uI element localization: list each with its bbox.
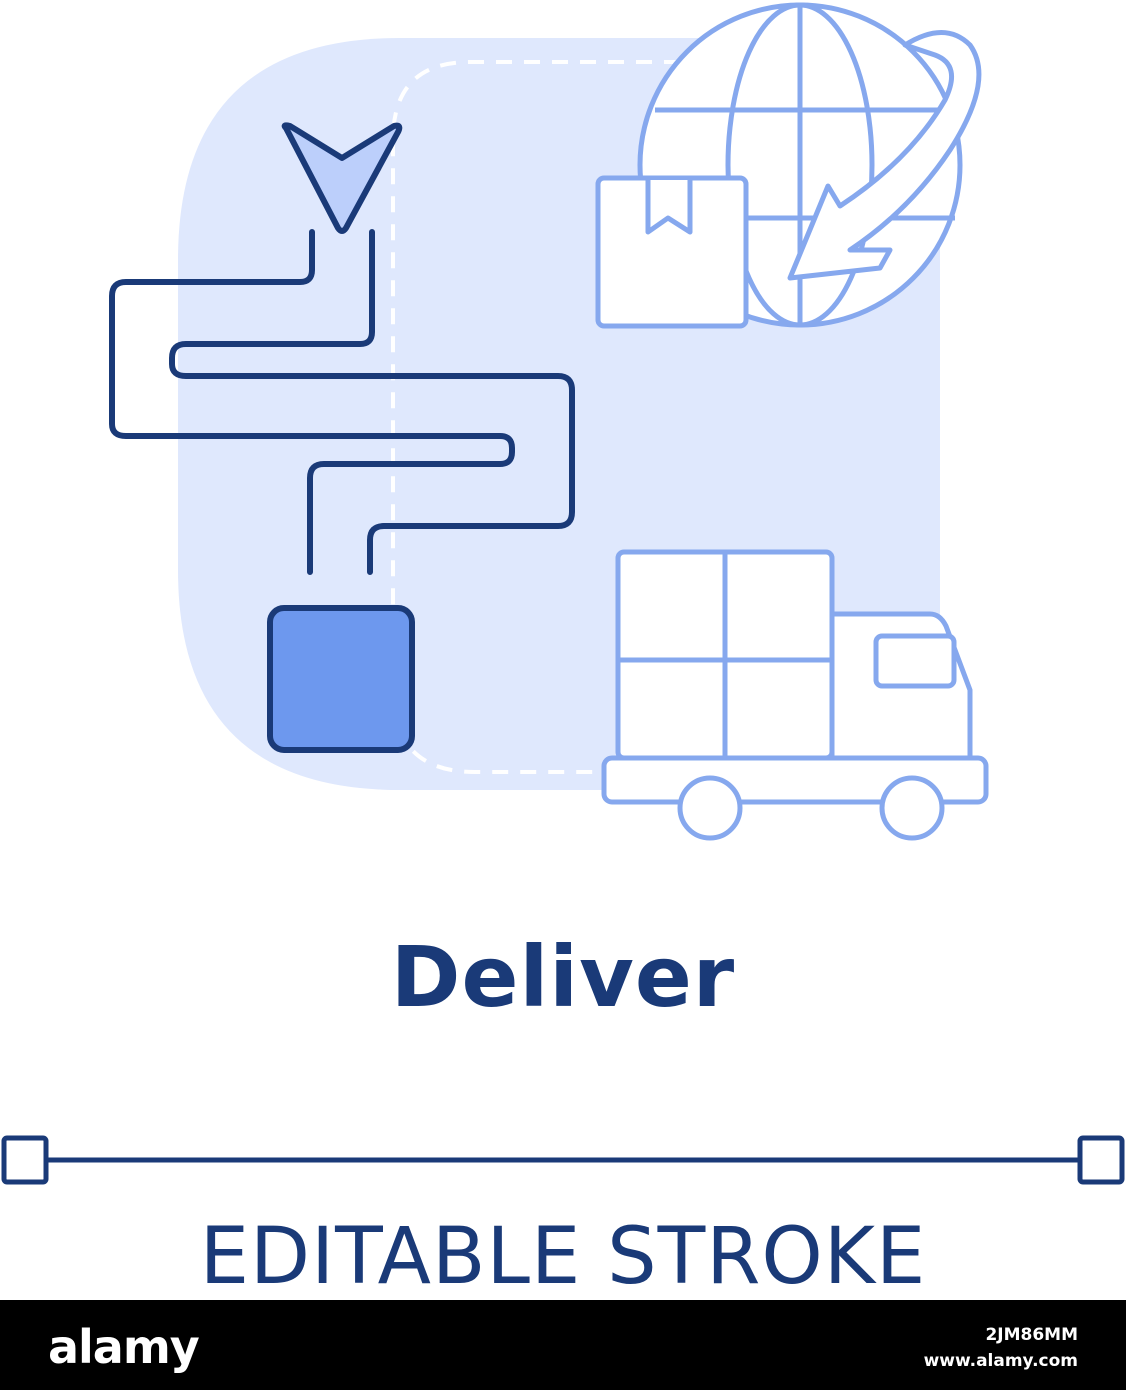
delivery-truck-icon [601, 549, 989, 841]
winding-route-icon [109, 229, 575, 575]
dashed-loop [391, 60, 1000, 774]
page-title: Deliver [390, 928, 736, 1026]
location-pointer-icon [281, 122, 403, 234]
globe-shipping-icon [637, 2, 982, 328]
site-url: www.alamy.com [923, 1351, 1078, 1371]
image-id: 2JM86MM [985, 1325, 1078, 1345]
footer-logo: alamy [48, 1320, 200, 1374]
deliver-illustration [1, 2, 1125, 1185]
footer-image-info: 2JM86MM www.alamy.com [924, 1322, 1078, 1374]
destination-square-icon [267, 605, 415, 753]
footer-bar: alamy 2JM86MM www.alamy.com [0, 1300, 1126, 1390]
editable-stroke-line [1, 1135, 1125, 1185]
parcel-box-icon [595, 175, 749, 329]
editable-stroke-label: EDITABLE STROKE [199, 1212, 927, 1302]
